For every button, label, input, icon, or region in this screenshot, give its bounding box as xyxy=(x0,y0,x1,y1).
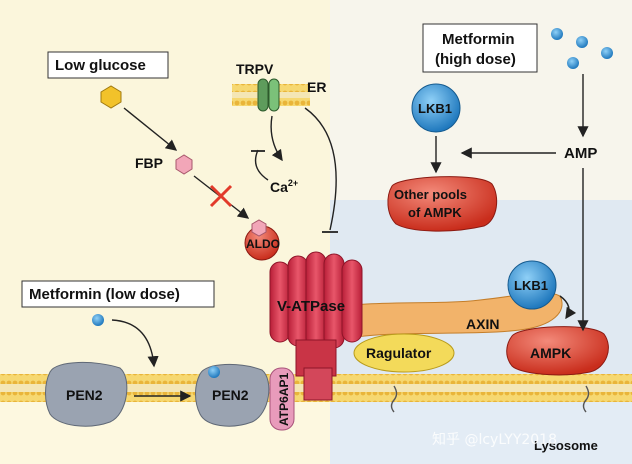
glucose-hexagon xyxy=(100,85,122,109)
atp6ap1-protein xyxy=(269,367,295,431)
metformin-low-box xyxy=(21,280,215,308)
pen2-right-protein xyxy=(195,363,270,427)
er-label: ER xyxy=(307,79,326,95)
lkb1-right-label: LKB1 xyxy=(514,278,548,293)
metformin-low-label: Metformin (low dose) xyxy=(29,286,180,303)
fbp-label: FBP xyxy=(135,155,163,171)
ragulator-protein xyxy=(353,333,455,373)
low-glucose-box xyxy=(47,51,169,79)
lkb1-right-protein xyxy=(507,260,557,310)
other-pools-label-2: of AMPK xyxy=(408,205,462,220)
ragulator-label: Ragulator xyxy=(366,345,432,361)
other-pools-label-1: Other pools xyxy=(394,187,467,202)
pen2-left-protein xyxy=(45,361,128,427)
metformin-high-label-1: Metformin xyxy=(442,31,515,48)
er-inhibition-line xyxy=(304,107,337,231)
trpv-channel xyxy=(257,78,280,112)
low-glucose-label: Low glucose xyxy=(55,57,146,74)
ampk-protein xyxy=(506,326,609,376)
metformin-molecules-high xyxy=(551,28,613,69)
amp-label: AMP xyxy=(564,145,597,162)
pen2-right-label: PEN2 xyxy=(212,387,249,403)
lkb1-top-label: LKB1 xyxy=(418,101,452,116)
other-pools-ampk-protein xyxy=(387,176,498,232)
lkb1-top-protein xyxy=(411,83,461,133)
calcium-label: Ca2+ xyxy=(270,178,298,195)
trpv-label: TRPV xyxy=(236,61,274,77)
calcium-inhibition-arc xyxy=(254,149,269,181)
ampk-label: AMPK xyxy=(530,345,571,361)
atp6ap1-label: ATP6AP1 xyxy=(277,373,291,426)
aldo-fbp-hexagon xyxy=(251,219,267,237)
watermark: 知乎 @lcyLYY2018 xyxy=(432,431,557,448)
fbp-hexagon xyxy=(175,154,193,175)
v-atpase-label: V-ATPase xyxy=(277,298,345,315)
aldo-label: ALDO xyxy=(246,237,280,251)
v-atpase-complex xyxy=(269,251,363,401)
inhibition-cross xyxy=(209,184,233,208)
metformin-high-label-2: (high dose) xyxy=(435,51,516,68)
axin-label: AXIN xyxy=(466,316,499,332)
metformin-high-box xyxy=(422,23,538,73)
lysosome-label: Lysosome xyxy=(534,438,598,453)
pen2-left-label: PEN2 xyxy=(66,387,103,403)
metformin-bound-pen2 xyxy=(208,366,220,378)
metformin-molecule-low xyxy=(92,314,104,326)
